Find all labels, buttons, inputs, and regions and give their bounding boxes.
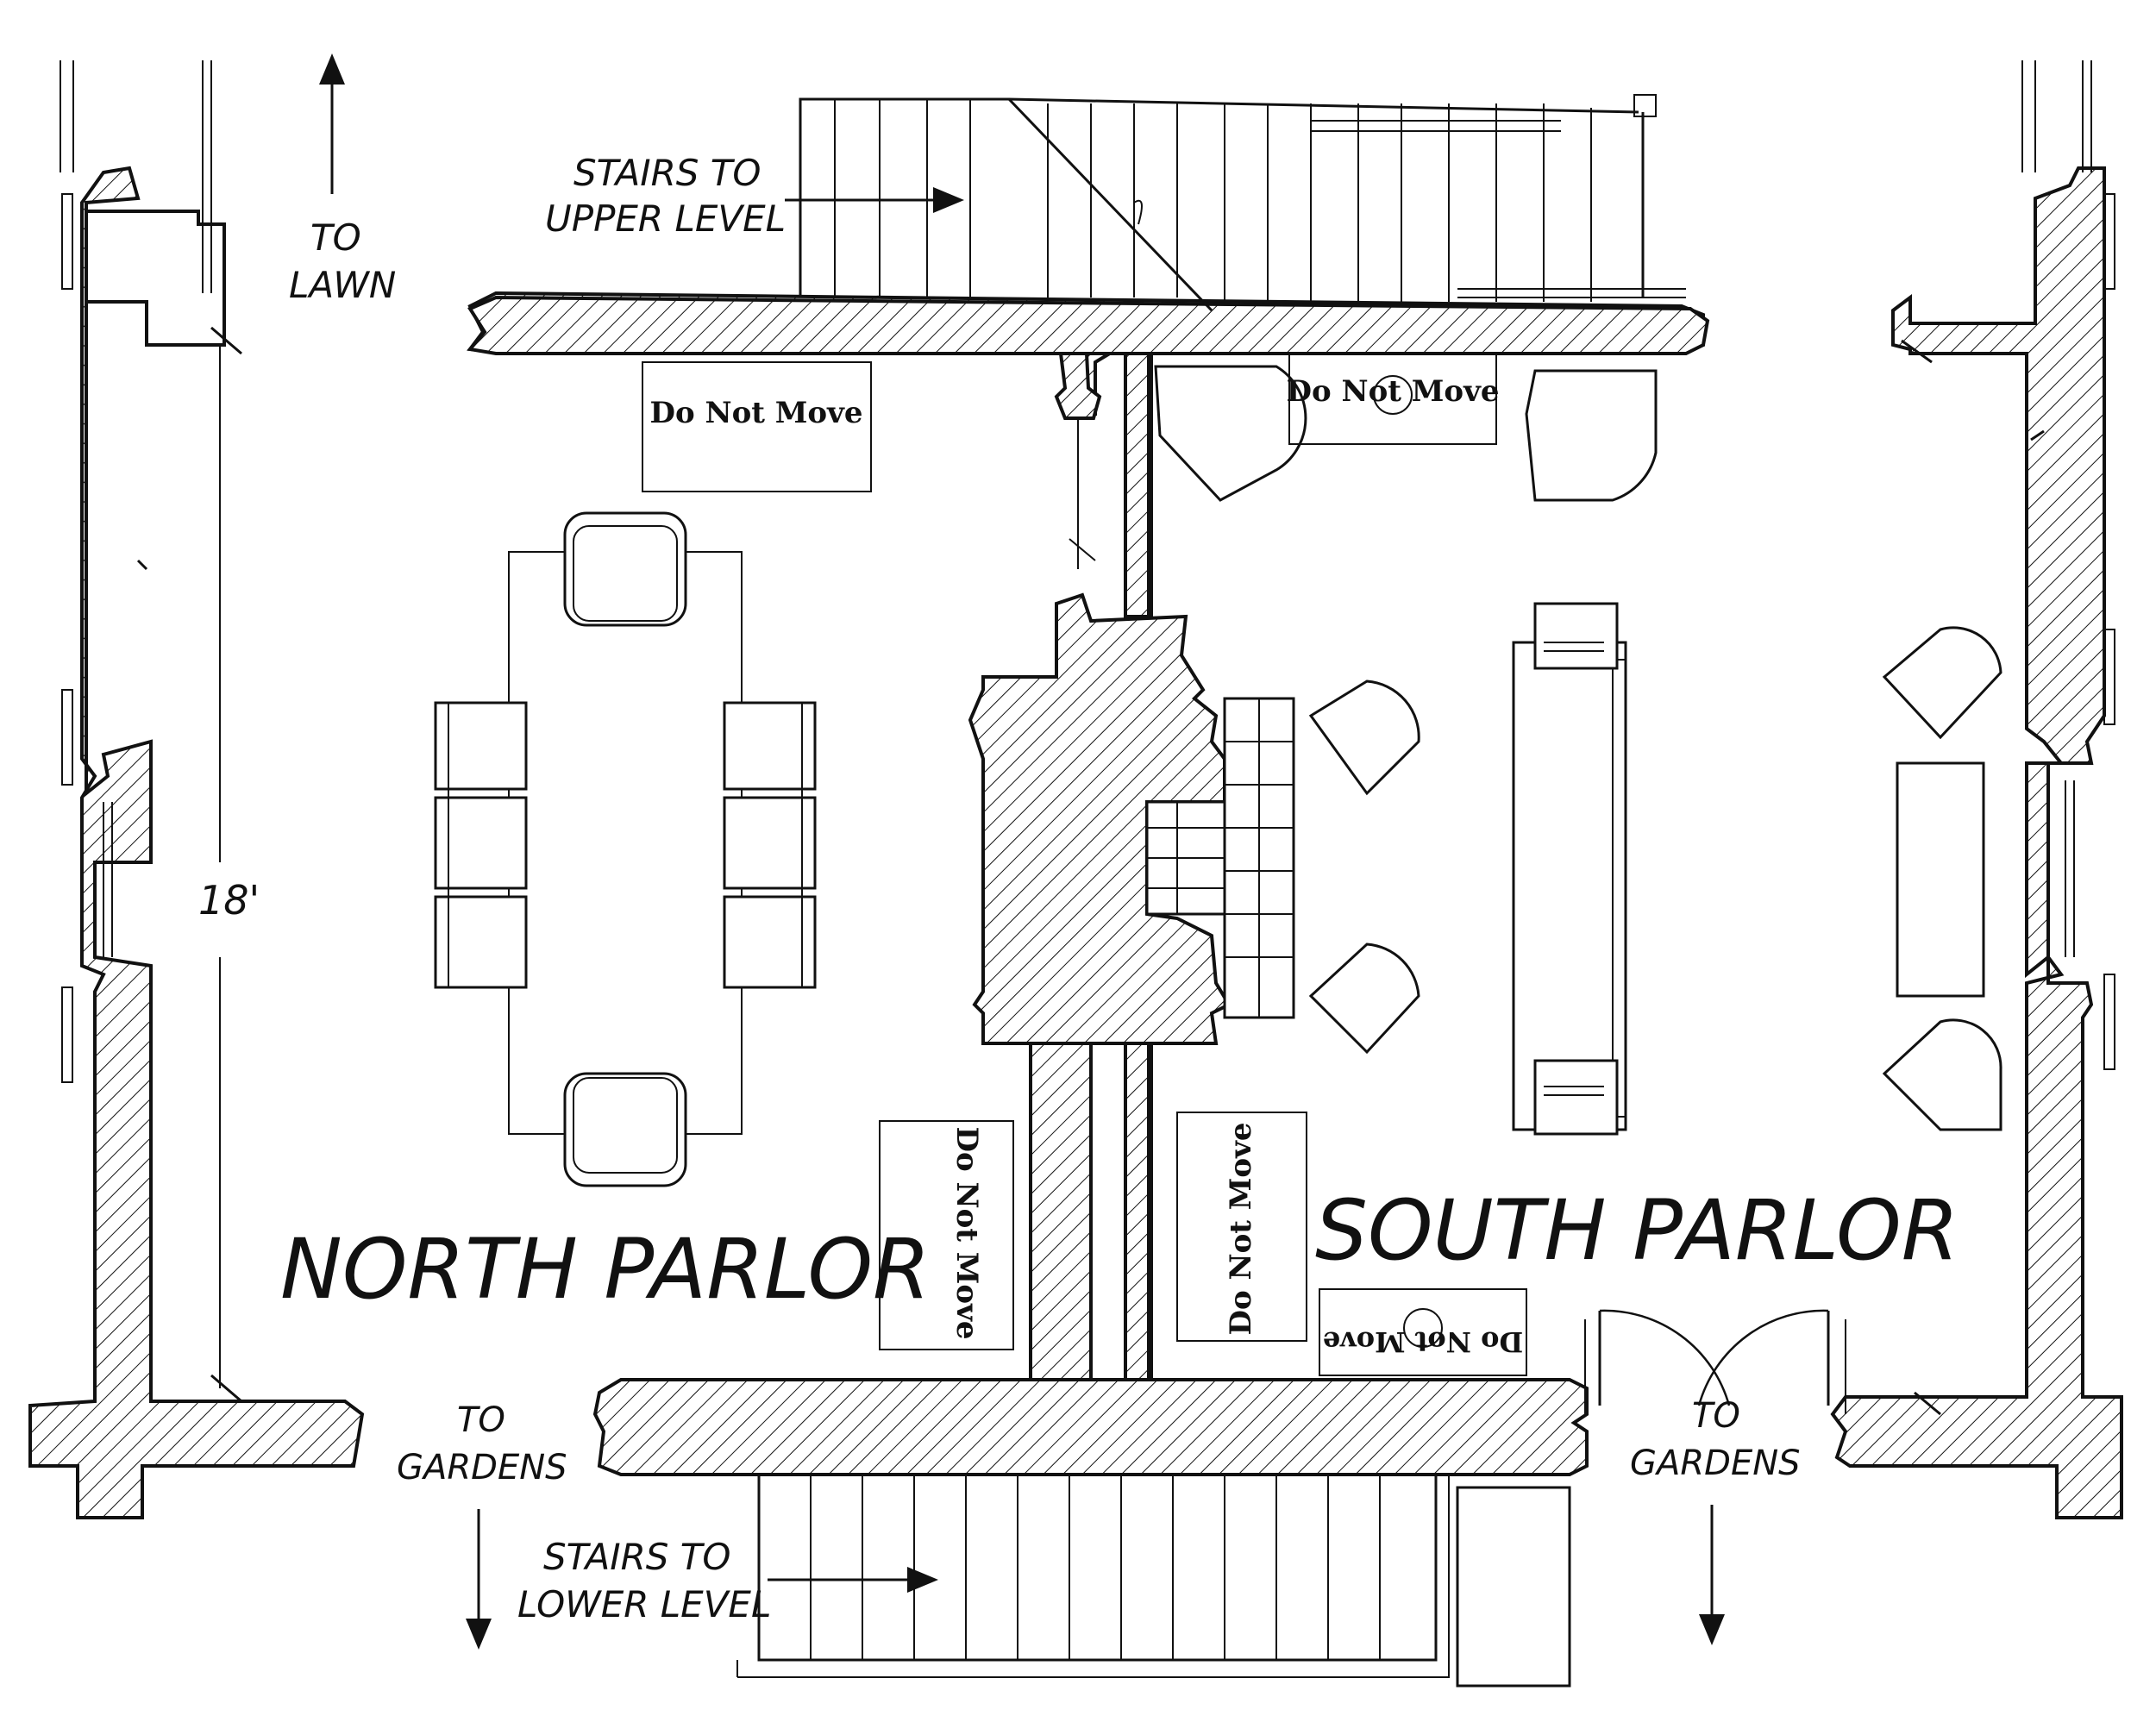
stairs-down-label-1: STAIRS TO: [543, 1536, 731, 1578]
north-parlor-title: NORTH PARLOR: [280, 1221, 931, 1318]
stairs-upper: [799, 94, 1686, 312]
walls: [28, 166, 2123, 1519]
labels: STAIRS TO UPPER LEVEL TO LAWN NORTH PARL…: [280, 152, 1959, 1625]
south-parlor-title: SOUTH PARLOR: [1315, 1182, 1959, 1279]
sign-south-left: Do Not Move: [1176, 1112, 1307, 1342]
svg-text:Do Not Move: Do Not Move: [1323, 1325, 1523, 1358]
stair-treads-upper: [834, 99, 1592, 302]
stair-treads-lower: [810, 1475, 1381, 1660]
dining-table-group: [434, 511, 817, 1187]
armchair-fire-upper: [1308, 680, 1420, 796]
signs: Do Not Move Do Not Move Do Not Move Do N…: [642, 353, 1527, 1376]
sign-north-bottom: Do Not Move: [879, 1120, 1014, 1350]
chair-top: [563, 511, 687, 627]
sign-south-bottom: Do Not Move: [1319, 1288, 1527, 1376]
wall-west-cap: [85, 210, 226, 347]
svg-text:Do Not Move: Do Not Move: [650, 396, 863, 430]
armchair-top-left: [1154, 365, 1307, 502]
dimension-18: 18': [198, 326, 260, 1403]
side-table-east: [1896, 761, 1985, 998]
wall-partition-upper: [1124, 352, 1150, 618]
chimney: [968, 592, 1232, 1045]
chair-left-3: [434, 895, 528, 989]
sofa-cushion-top: [1533, 602, 1619, 670]
svg-text:Do Not Move: Do Not Move: [1224, 1123, 1258, 1336]
armchair-east-upper: [1882, 626, 2002, 740]
to-gardens-left-label-1: TO: [457, 1400, 505, 1440]
wall-partition-lower: [1029, 1042, 1093, 1394]
chair-left-2: [434, 796, 528, 890]
chair-right-2: [723, 796, 817, 890]
stairs-up-label-1: STAIRS TO: [573, 152, 761, 194]
sign-north-top: Do Not Move: [642, 361, 872, 492]
chair-right-3: [723, 895, 817, 989]
stairs-down-label-2: LOWER LEVEL: [517, 1583, 771, 1625]
dimension-label: 18': [198, 877, 260, 924]
to-lawn-label-1: TO: [310, 216, 361, 259]
marks: [136, 339, 2045, 1416]
sofa-cushion-bottom: [1533, 1059, 1619, 1136]
stairs-up-label-2: UPPER LEVEL: [545, 197, 786, 240]
chair-left-1: [434, 701, 528, 791]
arrows: [319, 53, 1725, 1650]
to-gardens-left-label-2: GARDENS: [397, 1448, 567, 1487]
to-gardens-right-label-1: TO: [1692, 1396, 1740, 1436]
to-gardens-right-label-2: GARDENS: [1630, 1444, 1801, 1483]
svg-text:Do Not Move: Do Not Move: [1287, 374, 1500, 409]
stairs-lower: [736, 1475, 1571, 1688]
wall-west-upper: [28, 166, 365, 1519]
window-lines: [60, 60, 2115, 1083]
svg-text:Do Not Move: Do Not Move: [950, 1127, 984, 1340]
sign-south-top: Do Not Move: [1287, 353, 1500, 445]
wall-north-strip: [467, 295, 1710, 355]
chair-right-1: [723, 701, 817, 791]
wall-partition-lower-thin: [1124, 1042, 1150, 1394]
dining-table: [508, 551, 743, 1135]
wall-pendant: [1054, 352, 1102, 420]
armchair-top-right: [1525, 369, 1658, 502]
to-lawn-label-2: LAWN: [289, 264, 396, 306]
sofa: [1512, 641, 1627, 1131]
south-furniture: [1145, 365, 2002, 1136]
doors: [1069, 418, 1846, 1414]
wall-south: [592, 1378, 1589, 1476]
armchair-fire-lower: [1308, 943, 1420, 1055]
armchair-east-lower: [1882, 1018, 2002, 1131]
chair-bottom: [563, 1072, 687, 1187]
